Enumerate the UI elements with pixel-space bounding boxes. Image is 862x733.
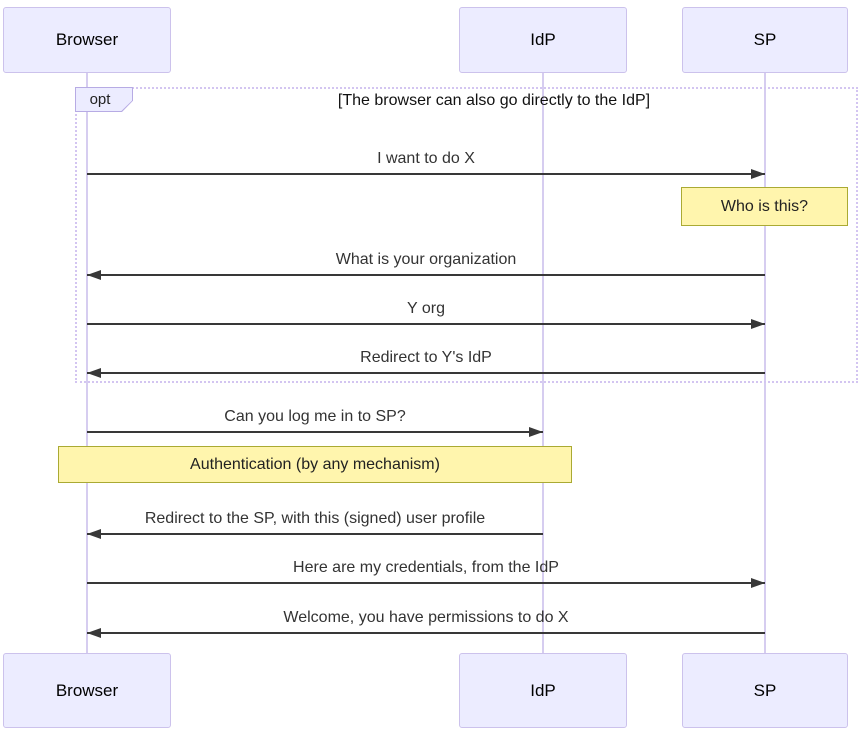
note-who-is-this: Who is this?	[681, 187, 848, 226]
message-label: Here are my credentials, from the IdP	[293, 559, 559, 576]
arrowhead-right-icon	[751, 319, 765, 329]
message-label: Can you log me in to SP?	[224, 408, 406, 425]
message-line	[87, 323, 765, 325]
message-label: I want to do X	[377, 150, 475, 167]
opt-label: opt	[75, 87, 133, 112]
opt-condition: [The browser can also go directly to the…	[337, 92, 651, 109]
message-line	[87, 173, 765, 175]
message-label: Redirect to Y's IdP	[360, 349, 492, 366]
opt-frame	[75, 87, 858, 383]
actor-bottom-browser: Browser	[3, 653, 171, 728]
arrowhead-right-icon	[529, 427, 543, 437]
arrowhead-left-icon	[87, 628, 101, 638]
arrowhead-right-icon	[751, 578, 765, 588]
message-line	[87, 582, 765, 584]
message-label: Redirect to the SP, with this (signed) u…	[144, 510, 486, 527]
note-authentication: Authentication (by any mechanism)	[58, 446, 572, 483]
actor-top-idp: IdP	[459, 7, 627, 73]
message-label: What is your organization	[335, 251, 517, 268]
actor-bottom-sp: SP	[682, 653, 848, 728]
arrowhead-right-icon	[751, 169, 765, 179]
message-line	[87, 274, 765, 276]
arrowhead-left-icon	[87, 270, 101, 280]
message-line	[87, 632, 765, 634]
actor-top-browser: Browser	[3, 7, 171, 73]
actor-bottom-idp: IdP	[459, 653, 627, 728]
opt-label-text: opt	[76, 88, 132, 111]
message-label: Welcome, you have permissions to do X	[283, 609, 569, 626]
arrowhead-left-icon	[87, 368, 101, 378]
lifeline-sp	[764, 73, 766, 653]
actor-top-sp: SP	[682, 7, 848, 73]
message-label: Y org	[407, 300, 445, 317]
message-line	[87, 372, 765, 374]
message-line	[87, 431, 543, 433]
arrowhead-left-icon	[87, 529, 101, 539]
lifeline-idp	[542, 73, 544, 653]
lifeline-browser	[86, 73, 88, 653]
message-line	[87, 533, 543, 535]
